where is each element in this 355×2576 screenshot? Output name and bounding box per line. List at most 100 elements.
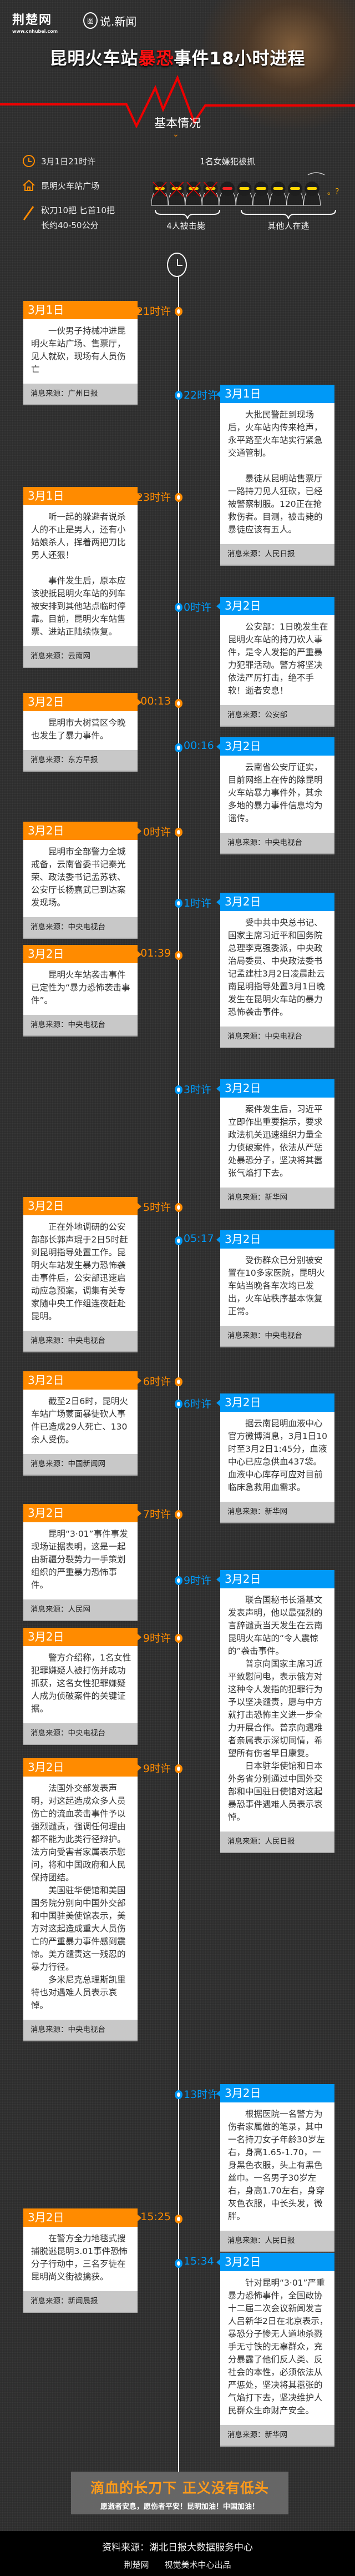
- timeline-dot-icon: [175, 493, 182, 502]
- suspects-figure-row: [151, 172, 336, 219]
- timeline-clock-icon: [167, 253, 187, 277]
- event-card: 3月2日截至2日6时，昆明火车站广场蒙面暴徒砍人事件已造成29人死亡、130余人…: [23, 1371, 141, 1476]
- event-paragraph: 公安部：1日晚发生在昆明火车站的持刀砍人事件，是令人发指的严重暴力犯罪活动。警方…: [228, 622, 328, 696]
- event-date: 3月2日: [23, 945, 141, 963]
- cnhubei-logo[interactable]: 荆楚网 www.cnhubei.com: [12, 10, 58, 34]
- killed-label: 4人被击毙: [166, 221, 205, 231]
- event-body: 根据医院一名警方为伤者家属做的笔录，其中一名持刀女子年龄30岁左右，身高1.65…: [220, 2102, 334, 2231]
- event-body: 在警方全力地毯式搜捕脱逃昆明3.01事件恐怖分子行动中，三名歹徒在昆明尚义街被擒…: [23, 2227, 138, 2291]
- event-paragraph: 云南省公安厅证实，目前网络上在传的除昆明火车站暴力事件外，其余多地的暴力事件信息…: [228, 762, 323, 823]
- event-date: 3月2日: [216, 1079, 334, 1098]
- event-source: 消息来源：新闻晨报: [23, 2291, 138, 2313]
- hero-background-image: [200, 0, 355, 133]
- event-date: 3月2日: [23, 822, 141, 840]
- event-date: 3月2日: [216, 2084, 334, 2102]
- event-card: 3月2日在警方全力地毯式搜捕脱逃昆明3.01事件恐怖分子行动中，三名歹徒在昆明尚…: [23, 2208, 141, 2313]
- event-card: 3月2日昆明“3·01”事件事发现场证据表明，这是一起由新疆分裂势力一手策划组织…: [23, 1504, 141, 1621]
- killed-bracket: [155, 209, 220, 219]
- logo-name: 荆楚网: [12, 13, 53, 27]
- event-paragraph: 根据医院一名警方为伤者家属做的笔录，其中一名持刀女子年龄30岁左右，身高1.65…: [228, 2109, 325, 2221]
- event-body: 昆明“3·01”事件事发现场证据表明，这是一起由新疆分裂势力一手策划组织的严重暴…: [23, 1522, 138, 1599]
- event-paragraph: 多米尼克总理斯凯里特也对遇难人员表示哀悼。: [31, 1975, 126, 2010]
- timeline-dot-icon: [175, 603, 182, 612]
- event-paragraph: 法国外交部发表声明，对这起造成众多人员伤亡的流血袭击事件予以强烈谴责，强调任何理…: [31, 1783, 126, 1883]
- event-paragraph: 暴徒从昆明站售票厅一路持刀见人狂砍，已经被警察制服。120正在抢救伤者。目测，被…: [228, 474, 323, 535]
- logo-url: www.cnhubei.com: [12, 29, 58, 34]
- event-card: 3月1日一伙男子持械冲进昆明火车站广场、售票厅，见人就砍，现场有人员伤亡消息来源…: [23, 301, 141, 405]
- event-body: 据云南昆明血液中心官方微博消息，3月1日10时至3月2日1:45分，血液中心已应…: [220, 1412, 334, 1502]
- footer-brand: 荆楚网: [124, 2560, 149, 2570]
- info-time: 3月1日21时许: [22, 154, 95, 168]
- event-card: 3月1日大批民警赶到现场后，火车站内传来枪声，永平路至火车站实行紧急交通管制。暴…: [216, 385, 334, 566]
- event-time-label: 13时许: [184, 2089, 219, 2101]
- event-body: 云南省公安厅证实，目前网络上在传的除昆明火车站暴力事件外，其余多地的暴力事件信息…: [220, 756, 334, 833]
- timeline-dot-icon: [175, 828, 182, 837]
- title-pre: 昆明火车站: [49, 49, 139, 69]
- timeline-dot-icon: [175, 699, 182, 708]
- timeline-dot-icon: [175, 1400, 182, 1408]
- event-source: 消息来源：云南网: [23, 646, 138, 668]
- event-date: 3月2日: [216, 1393, 334, 1412]
- event-card: 3月2日案件发生后，习近平立即作出重要指示，要求政法机关迅速组织力量全力侦破案件…: [216, 1079, 334, 1209]
- event-card: 3月2日正在外地调研的公安部部长郭声琨于2日5时赶到昆明指导处置工作。昆明火车站…: [23, 1197, 141, 1352]
- event-date: 3月1日: [216, 385, 334, 403]
- event-card: 3月2日昆明火车站袭击事件已定性为“暴力恐怖袭击事件”。消息来源：中央电视台: [23, 945, 141, 1037]
- event-card: 3月2日受伤群众已分别被安置在10多家医院，昆明火车站当晚各车次均已发出，火车站…: [216, 1230, 334, 1347]
- slogan-main: 滴血的长刀下 正义没有低头: [90, 2480, 269, 2496]
- event-source: 消息来源：中央电视台: [23, 1723, 138, 1745]
- event-date: 3月2日: [23, 1628, 141, 1646]
- event-time-label: 6时许: [184, 1398, 212, 1410]
- event-time-label: 15:34: [184, 2255, 214, 2267]
- event-paragraph: 在警方全力地毯式搜捕脱逃昆明3.01事件恐怖分子行动中，三名歹徒在昆明尚义街被擒…: [31, 2233, 128, 2282]
- event-time-label: 0时许: [184, 601, 212, 613]
- event-time-label: 7时许: [143, 1508, 171, 1521]
- event-card: 3月2日警方介绍称，1名女性犯罪嫌疑人被打伤并成功抓获，这名女性犯罪嫌疑人成为侦…: [23, 1628, 141, 1745]
- suspect-figure-icon: [252, 182, 270, 206]
- heartbeat-line-icon: [0, 74, 355, 128]
- event-date: 3月2日: [23, 1758, 141, 1777]
- slogan-sub: 愿逝者安息，愿伤者平安！昆明加油！中国加油！: [100, 2503, 259, 2511]
- event-source: 消息来源：中央电视台: [23, 1015, 138, 1037]
- event-body: 联合国秘书长潘基文发表声明，他以最强烈的言辞谴责当天发生在云南昆明火车站的“令人…: [220, 1588, 334, 1832]
- event-time-label: 00:16: [184, 739, 214, 752]
- timeline-dot-icon: [175, 2215, 182, 2223]
- event-date: 3月1日: [23, 487, 141, 505]
- event-card: 3月2日法国外交部发表声明，对这起造成众多人员伤亡的流血袭击事件予以强烈谴责，强…: [23, 1758, 141, 2041]
- event-card: 3月2日针对昆明“3·01”严重暴力恐怖事件，全国政协十二届二次会议新闻发言人吕…: [216, 2253, 334, 2447]
- event-body: 截至2日6时，昆明火车站广场蒙面暴徒砍人事件已造成29人死亡、130余人受伤。: [23, 1390, 138, 1454]
- timeline-dot-icon: [175, 951, 182, 960]
- title-highlight: 暴恐: [138, 49, 174, 69]
- event-body: 昆明市全部警力全城戒备，云南省委书记秦光荣、政法委书记孟苏铁、公安厅长杨嘉武已到…: [23, 840, 138, 917]
- event-paragraph: 联合国秘书长潘基文发表声明，他以最强烈的言辞谴责当天发生在云南昆明火车站的“令人…: [228, 1595, 323, 1656]
- event-date: 3月2日: [23, 1371, 141, 1390]
- info-place-text: 昆明火车站广场: [41, 180, 100, 191]
- timeline-dot-icon: [175, 1203, 182, 1212]
- suspect-figure-icon: [185, 182, 202, 206]
- info-weapons-line2: 长约40-50公分: [41, 220, 99, 230]
- event-date: 3月2日: [216, 1230, 334, 1249]
- event-source: 消息来源：新华网: [220, 1502, 334, 1523]
- caught-bracket: [307, 172, 325, 175]
- event-body: 听一起的躲避者说杀人的不止是男人，还有小姑娘杀人，挥着两把刀比男人还狠！事件发生…: [23, 505, 138, 646]
- event-paragraph: 美国驻华使馆和美国国务院分别向中国外交部和中国驻美使馆表示，美方对这起造成重大人…: [31, 1885, 126, 1972]
- tushuo-mark-icon: 图: [83, 12, 98, 29]
- tushuo-news-logo[interactable]: 图 说.新闻: [83, 12, 136, 29]
- event-time-label: 1时许: [184, 897, 212, 909]
- event-time-label: 9时许: [143, 1632, 171, 1644]
- event-paragraph: 据云南昆明血液中心官方微博消息，3月1日10时至3月2日1:45分，血液中心已应…: [228, 1418, 327, 1492]
- info-weapons: 砍刀10把 匕首10把长约40-50公分: [22, 204, 115, 231]
- suspect-figure-icon: [201, 182, 220, 206]
- timeline-dot-icon: [175, 2259, 182, 2268]
- event-time-label: 01:39: [140, 947, 171, 959]
- event-source: 消息来源：人民日报: [220, 2231, 334, 2252]
- event-body: 昆明市大树营区今晚也发生了暴力事件。: [23, 711, 138, 750]
- event-source: 消息来源：广州日报: [23, 384, 138, 405]
- slogan-banner: 滴血的长刀下 正义没有低头 愿逝者安息，愿伤者平安！昆明加油！中国加油！: [71, 2472, 288, 2514]
- event-time-label: 6时许: [143, 1376, 171, 1388]
- event-source: 消息来源：人民日报: [220, 1832, 334, 1853]
- event-body: 警方介绍称，1名女性犯罪嫌疑人被打伤并成功抓获，这名女性犯罪嫌疑人成为侦破案件的…: [23, 1646, 138, 1723]
- event-paragraph: 警方介绍称，1名女性犯罪嫌疑人被打伤并成功抓获，这名女性犯罪嫌疑人成为侦破案件的…: [31, 1653, 131, 1714]
- event-paragraph: 普京向国家主席习近平致慰问电，表示俄方对这种令人发指的犯罪行为予以坚决谴责，愿与…: [228, 1659, 323, 1758]
- tushuo-text: 说.新闻: [100, 14, 137, 28]
- info-weapons-line1: 砍刀10把 匕首10把: [41, 205, 115, 215]
